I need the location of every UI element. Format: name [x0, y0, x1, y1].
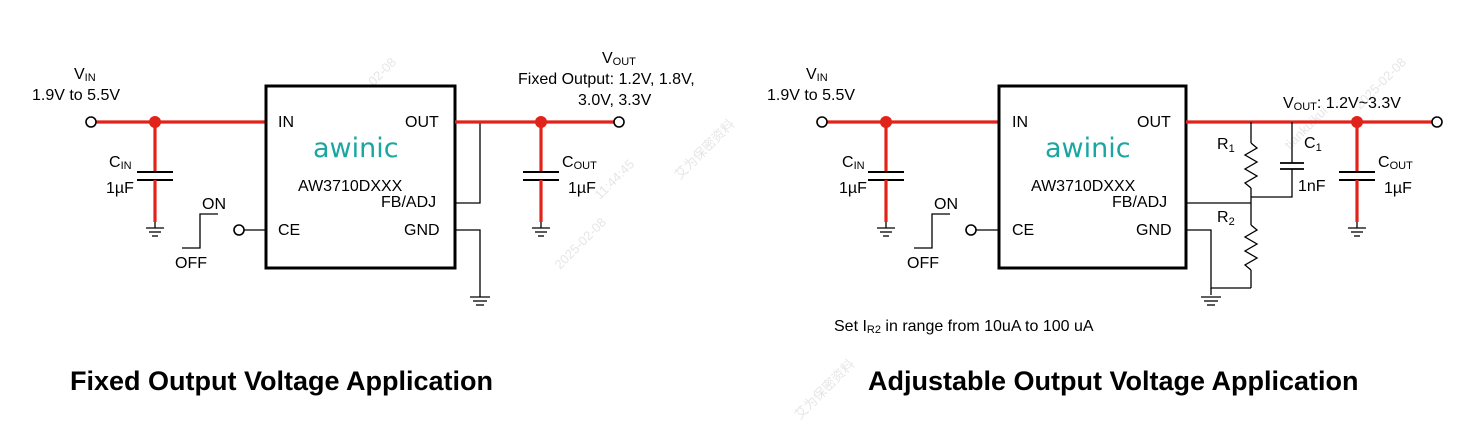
- fixed-chip-ground-icon: [470, 292, 490, 306]
- adj-switch-pulse-icon: [914, 213, 950, 249]
- fixed-circuit: VIN 1.9V to 5.5V CIN 1µF ON OFF IN OUT a…: [32, 50, 695, 396]
- adj-chip-brand-logo: awinic: [1045, 133, 1131, 164]
- fixed-pin-out: OUT: [405, 114, 439, 131]
- fixed-cin-value: 1µF: [106, 180, 134, 197]
- fixed-fb-wire: [455, 122, 481, 204]
- adjustable-title: Adjustable Output Voltage Application: [868, 366, 1359, 396]
- fixed-pin-in: IN: [278, 114, 294, 131]
- adj-r2-resistor: [1243, 224, 1259, 271]
- adj-cin-ground-icon: [877, 222, 895, 237]
- fixed-vout-line1: Fixed Output: 1.2V, 1.8V,: [518, 71, 695, 88]
- fixed-switch-pulse-icon: [182, 213, 218, 249]
- fixed-cout-label: COUT: [562, 154, 597, 172]
- adj-pin-in: IN: [1012, 114, 1028, 131]
- adj-vin-range: 1.9V to 5.5V: [767, 87, 855, 104]
- adj-vin-label: VIN: [806, 66, 828, 84]
- adj-cout-value: 1µF: [1384, 180, 1412, 197]
- adj-c1-label: C1: [1304, 135, 1322, 154]
- adj-cin-value: 1µF: [839, 180, 867, 197]
- fixed-pin-gnd: GND: [404, 222, 440, 239]
- fixed-cin-label: CIN: [109, 154, 132, 172]
- fixed-vin-label: VIN: [74, 66, 96, 84]
- fixed-vin-terminal: [85, 116, 97, 128]
- adj-r1-label: R1: [1217, 136, 1235, 155]
- fixed-gnd-wire: [455, 229, 481, 292]
- fixed-vin-range: 1.9V to 5.5V: [32, 87, 120, 104]
- adj-cout-label: COUT: [1378, 154, 1413, 172]
- adj-chip-part: AW3710DXXX: [1031, 178, 1136, 195]
- adj-note: Set IR2 in range from 10uA to 100 uA: [834, 318, 1094, 336]
- watermark-date-2: 2025-02-08: [552, 214, 610, 272]
- adj-gnd-wire: [1186, 229, 1251, 289]
- fixed-cout-ground-icon: [532, 222, 550, 237]
- fixed-chip-part: AW3710DXXX: [298, 178, 403, 195]
- adj-vout-terminal: [1431, 116, 1443, 128]
- fixed-vout-label: VOUT: [602, 50, 636, 68]
- adj-c1-value: 1nF: [1298, 178, 1326, 195]
- fixed-cin-ground-icon: [146, 222, 164, 237]
- adj-cout-ground-icon: [1348, 222, 1366, 237]
- fixed-vout-terminal: [613, 116, 625, 128]
- adj-pin-fb: FB/ADJ: [1112, 194, 1167, 211]
- fixed-cout-value: 1µF: [568, 180, 596, 197]
- adj-chip-body: [997, 84, 1188, 270]
- fixed-chip-brand-logo: awinic: [313, 133, 399, 164]
- fixed-on-label: ON: [202, 196, 226, 213]
- adj-off-label: OFF: [907, 255, 939, 272]
- fixed-off-label: OFF: [175, 255, 207, 272]
- watermark-company-2: 艾为保密资料: [792, 356, 858, 422]
- adj-pin-out: OUT: [1137, 114, 1171, 131]
- fixed-vout-line2: 3.0V, 3.3V: [578, 92, 652, 109]
- fixed-pin-ce: CE: [278, 222, 300, 239]
- fixed-title: Fixed Output Voltage Application: [70, 366, 493, 396]
- watermark-time: 11:44:45: [592, 156, 638, 202]
- adj-cin-label: CIN: [842, 154, 865, 172]
- fixed-chip-body: [264, 84, 457, 270]
- watermark-company: 艾为保密资料: [672, 116, 738, 182]
- adj-on-label: ON: [934, 196, 958, 213]
- fixed-pin-fb: FB/ADJ: [381, 194, 436, 211]
- adj-ce-terminal: [965, 224, 977, 236]
- adj-r2-label: R2: [1217, 209, 1235, 228]
- adjustable-circuit: VIN 1.9V to 5.5V CIN 1µF ON OFF IN OUT a…: [767, 66, 1443, 396]
- adj-c1-lead-bottom: [1251, 169, 1293, 198]
- adj-chip-ground-icon: [1201, 296, 1221, 306]
- adj-vin-terminal: [816, 116, 828, 128]
- adj-pin-gnd: GND: [1136, 222, 1172, 239]
- adj-pin-ce: CE: [1012, 222, 1034, 239]
- adj-vout-label: VOUT: 1.2V~3.3V: [1283, 95, 1401, 113]
- fixed-ce-terminal: [233, 224, 245, 236]
- adj-r1-resistor: [1243, 142, 1259, 189]
